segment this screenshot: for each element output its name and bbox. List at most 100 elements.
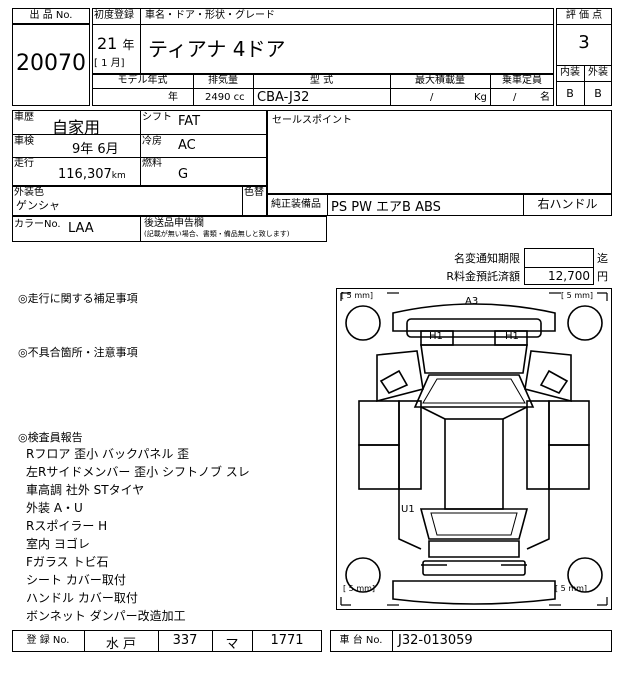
front-top-box <box>406 318 542 338</box>
score-value: 3 <box>578 32 590 53</box>
right-pillar <box>526 400 550 490</box>
tire-rear-right <box>567 557 603 593</box>
roof-outline <box>444 418 504 510</box>
inspector-report-label: ◎検査員報告 <box>18 431 83 444</box>
registration-label: 登 録 No. <box>26 635 70 646</box>
hood-outline <box>420 344 528 374</box>
first-reg-label: 初度登録 <box>94 10 134 21</box>
mark-left-headlight: H1 <box>429 331 443 342</box>
recycle-box: 12,700 <box>524 267 594 285</box>
name-change-unit: 迄 <box>597 252 608 265</box>
interior-grade: B <box>566 87 574 100</box>
mark-front-bumper: A3 <box>465 296 479 307</box>
score-label: 評 価 点 <box>565 10 603 21</box>
exterior-color-value: ゲンシャ <box>16 199 60 212</box>
inspector-line: Fガラス トビ石 <box>26 555 109 569</box>
exterior-grade: B <box>594 87 602 100</box>
front-bumper-outline <box>392 303 556 332</box>
chassis-label: 車 台 No. <box>339 635 383 646</box>
left-front-door <box>358 400 400 446</box>
registration-kana: マ <box>225 637 239 652</box>
inspection-label: 車検 <box>14 136 34 147</box>
tire-rear-left <box>345 557 381 593</box>
rear-window-outline <box>419 508 529 540</box>
recycle-value: 12,700 <box>548 269 590 283</box>
inspector-line: ボンネット ダンパー改造加工 <box>26 609 186 623</box>
capacity-unit: 名 <box>540 92 550 103</box>
right-rear-door <box>548 444 590 490</box>
shift-value: FAT <box>178 114 201 129</box>
steering-value: 右ハンドル <box>537 197 598 211</box>
inspector-line: 車高調 社外 STタイヤ <box>26 483 145 497</box>
left-front-fender <box>376 350 424 403</box>
exterior-label: 外装 <box>588 67 608 78</box>
mark-right-headlight: H1 <box>505 331 519 342</box>
tire-fr-label: [ 5 mm] <box>561 291 594 300</box>
windshield-outline <box>413 374 535 408</box>
details-left <box>12 110 267 186</box>
model-row <box>92 74 554 106</box>
recycle-label: R料金預託済額 <box>446 270 520 283</box>
inspector-line: Rスポイラー H <box>26 519 108 533</box>
mileage-label: 走行 <box>14 158 34 169</box>
tire-rl-label: [ 5 mm] <box>343 584 376 593</box>
tire-fl-label: [ 5 mm] <box>341 291 374 300</box>
exterior-color-label: 外装色 <box>14 187 44 198</box>
equipment-label: 純正装備品 <box>271 199 321 210</box>
model-year-label: モデル年式 <box>117 75 168 86</box>
fuel-value: G <box>178 167 189 182</box>
right-mirror <box>539 369 569 395</box>
shift-label: シフト <box>142 112 172 123</box>
lot-no-label-cell: 出 品 No. <box>12 8 90 24</box>
right-front-fender <box>524 350 572 403</box>
name-change-box <box>524 248 594 268</box>
model-code-label: 型 式 <box>309 75 334 86</box>
first-reg-month: [ 1 月] <box>94 58 125 69</box>
load-slash: / <box>430 92 434 103</box>
rear-bumper-outline <box>392 580 556 605</box>
inspector-line: シート カバー取付 <box>26 573 126 587</box>
car-name-box <box>92 8 554 74</box>
rear-light-bar <box>422 560 526 576</box>
right-front-door <box>548 400 590 446</box>
color-no-value: LAA <box>68 221 94 236</box>
left-pillar <box>398 400 422 490</box>
inspector-line: Rフロア 歪小 バックパネル 歪 <box>26 447 190 461</box>
inspector-line: 室内 ヨゴレ <box>26 537 90 551</box>
interior-label: 内装 <box>560 67 580 78</box>
inspector-line: 外装 A・U <box>26 501 83 515</box>
trunk-outline <box>428 540 520 558</box>
registration-area: 水 戸 <box>105 637 137 652</box>
model-year-unit: 年 <box>168 92 178 103</box>
chassis-number: J32-013059 <box>398 633 473 648</box>
inspector-line: 左Rサイドメンバー 歪小 シフトノブ スレ <box>26 465 250 479</box>
ac-label: 冷房 <box>142 136 162 147</box>
color-no-label: カラーNo. <box>14 219 61 230</box>
name-change-label: 名変通知期限 <box>454 252 520 265</box>
rear-window-inner <box>430 512 518 536</box>
model-code-value: CBA-J32 <box>257 90 310 105</box>
registration-class: 337 <box>172 633 198 648</box>
car-name: ティアナ 4ドア <box>148 37 286 61</box>
registration-number: 1771 <box>270 633 304 648</box>
inspector-line: ハンドル カバー取付 <box>26 591 138 605</box>
left-rear-door <box>358 444 400 490</box>
roof-front-corners <box>420 406 528 420</box>
equipment-value: PS PW エアB ABS <box>331 200 441 215</box>
tire-front-right <box>567 305 603 341</box>
history-label: 車歴 <box>14 112 34 123</box>
color-change-label: 色替 <box>244 187 264 198</box>
car-damage-diagram: [ 5 mm] [ 5 mm] [ 5 mm] [ 5 mm] A3 H1 H1… <box>336 288 612 610</box>
rear-quarter-lines <box>398 489 550 550</box>
defects-label: ◎不具合箇所・注意事項 <box>18 346 138 359</box>
declaration-label: 後送品申告欄 <box>144 218 204 229</box>
history-value: 自家用 <box>52 118 101 137</box>
ac-value: AC <box>178 138 196 153</box>
corner-brackets <box>340 292 608 606</box>
first-reg-year: 21 年 <box>97 34 135 53</box>
recycle-unit: 円 <box>597 270 608 283</box>
car-name-label: 車名・ドア・形状・グレード <box>145 10 275 21</box>
capacity-label: 乗車定員 <box>502 75 542 86</box>
inspector-report-lines: Rフロア 歪小 バックパネル 歪 左Rサイドメンバー 歪小 シフトノブ スレ 車… <box>26 445 326 625</box>
fuel-label: 燃料 <box>142 158 162 169</box>
